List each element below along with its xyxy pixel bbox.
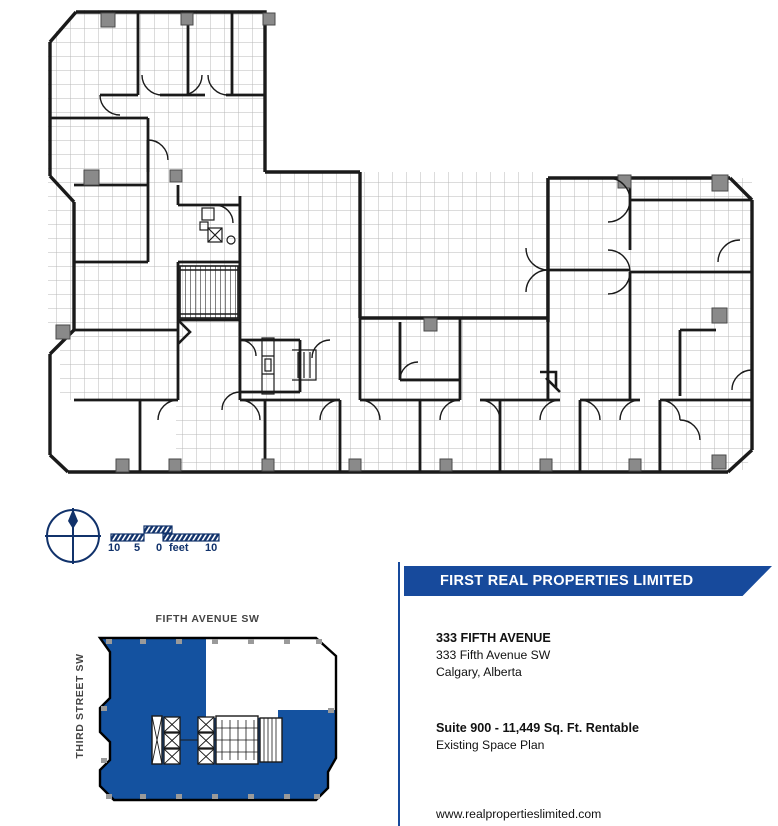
interior-walls-east (358, 178, 752, 400)
keyplan-columns (101, 639, 334, 799)
scale-label-unit: feet (169, 542, 189, 554)
door-swings (99, 74, 753, 441)
website-link[interactable]: www.realpropertieslimited.com (436, 807, 602, 821)
interior-walls-northwest (50, 12, 265, 185)
company-banner: FIRST REAL PROPERTIES LIMITED (404, 566, 772, 596)
scale-bar-labels: 10 5 0 feet 10 (108, 542, 223, 558)
suite-info-block: Suite 900 - 11,449 Sq. Ft. Rentable Exis… (436, 720, 639, 754)
stair-core (179, 265, 239, 319)
scale-label-2: 0 (156, 542, 163, 554)
plan-type-line: Existing Space Plan (436, 738, 545, 752)
building-name: 333 FIFTH AVENUE (436, 631, 551, 645)
building-address-block: 333 FIFTH AVENUE 333 Fifth Avenue SW Cal… (436, 630, 551, 681)
city-line: Calgary, Alberta (436, 665, 522, 679)
scale-bar: 10 5 0 feet 10 (108, 524, 223, 560)
core-fixtures (199, 207, 317, 395)
street-label-third-street: THIRD STREET SW (74, 653, 86, 759)
banner-shape (404, 566, 772, 596)
company-name: FIRST REAL PROPERTIES LIMITED (440, 573, 694, 589)
compass-rose (42, 505, 104, 567)
key-plan: FIFTH AVENUE SW THIRD STREET SW (55, 605, 360, 820)
title-block: FIRST REAL PROPERTIES LIMITED 333 FIFTH … (398, 562, 778, 826)
interior-walls-south (138, 398, 752, 472)
north-arrow-icon (68, 509, 78, 529)
address-line: 333 Fifth Avenue SW (436, 648, 551, 662)
street-label-fifth-avenue: FIFTH AVENUE SW (155, 613, 260, 625)
scale-label-0: 10 (108, 542, 121, 554)
feature-walls (177, 319, 561, 393)
scale-label-4: 10 (205, 542, 218, 554)
structural-columns (55, 12, 729, 473)
suite-area-line: Suite 900 - 11,449 Sq. Ft. Rentable (436, 721, 639, 735)
title-block-divider (398, 562, 400, 826)
keyplan-core (151, 715, 283, 765)
floor-plan-drawing (48, 10, 754, 474)
building-outline (97, 636, 338, 802)
scale-label-1: 5 (134, 542, 141, 554)
